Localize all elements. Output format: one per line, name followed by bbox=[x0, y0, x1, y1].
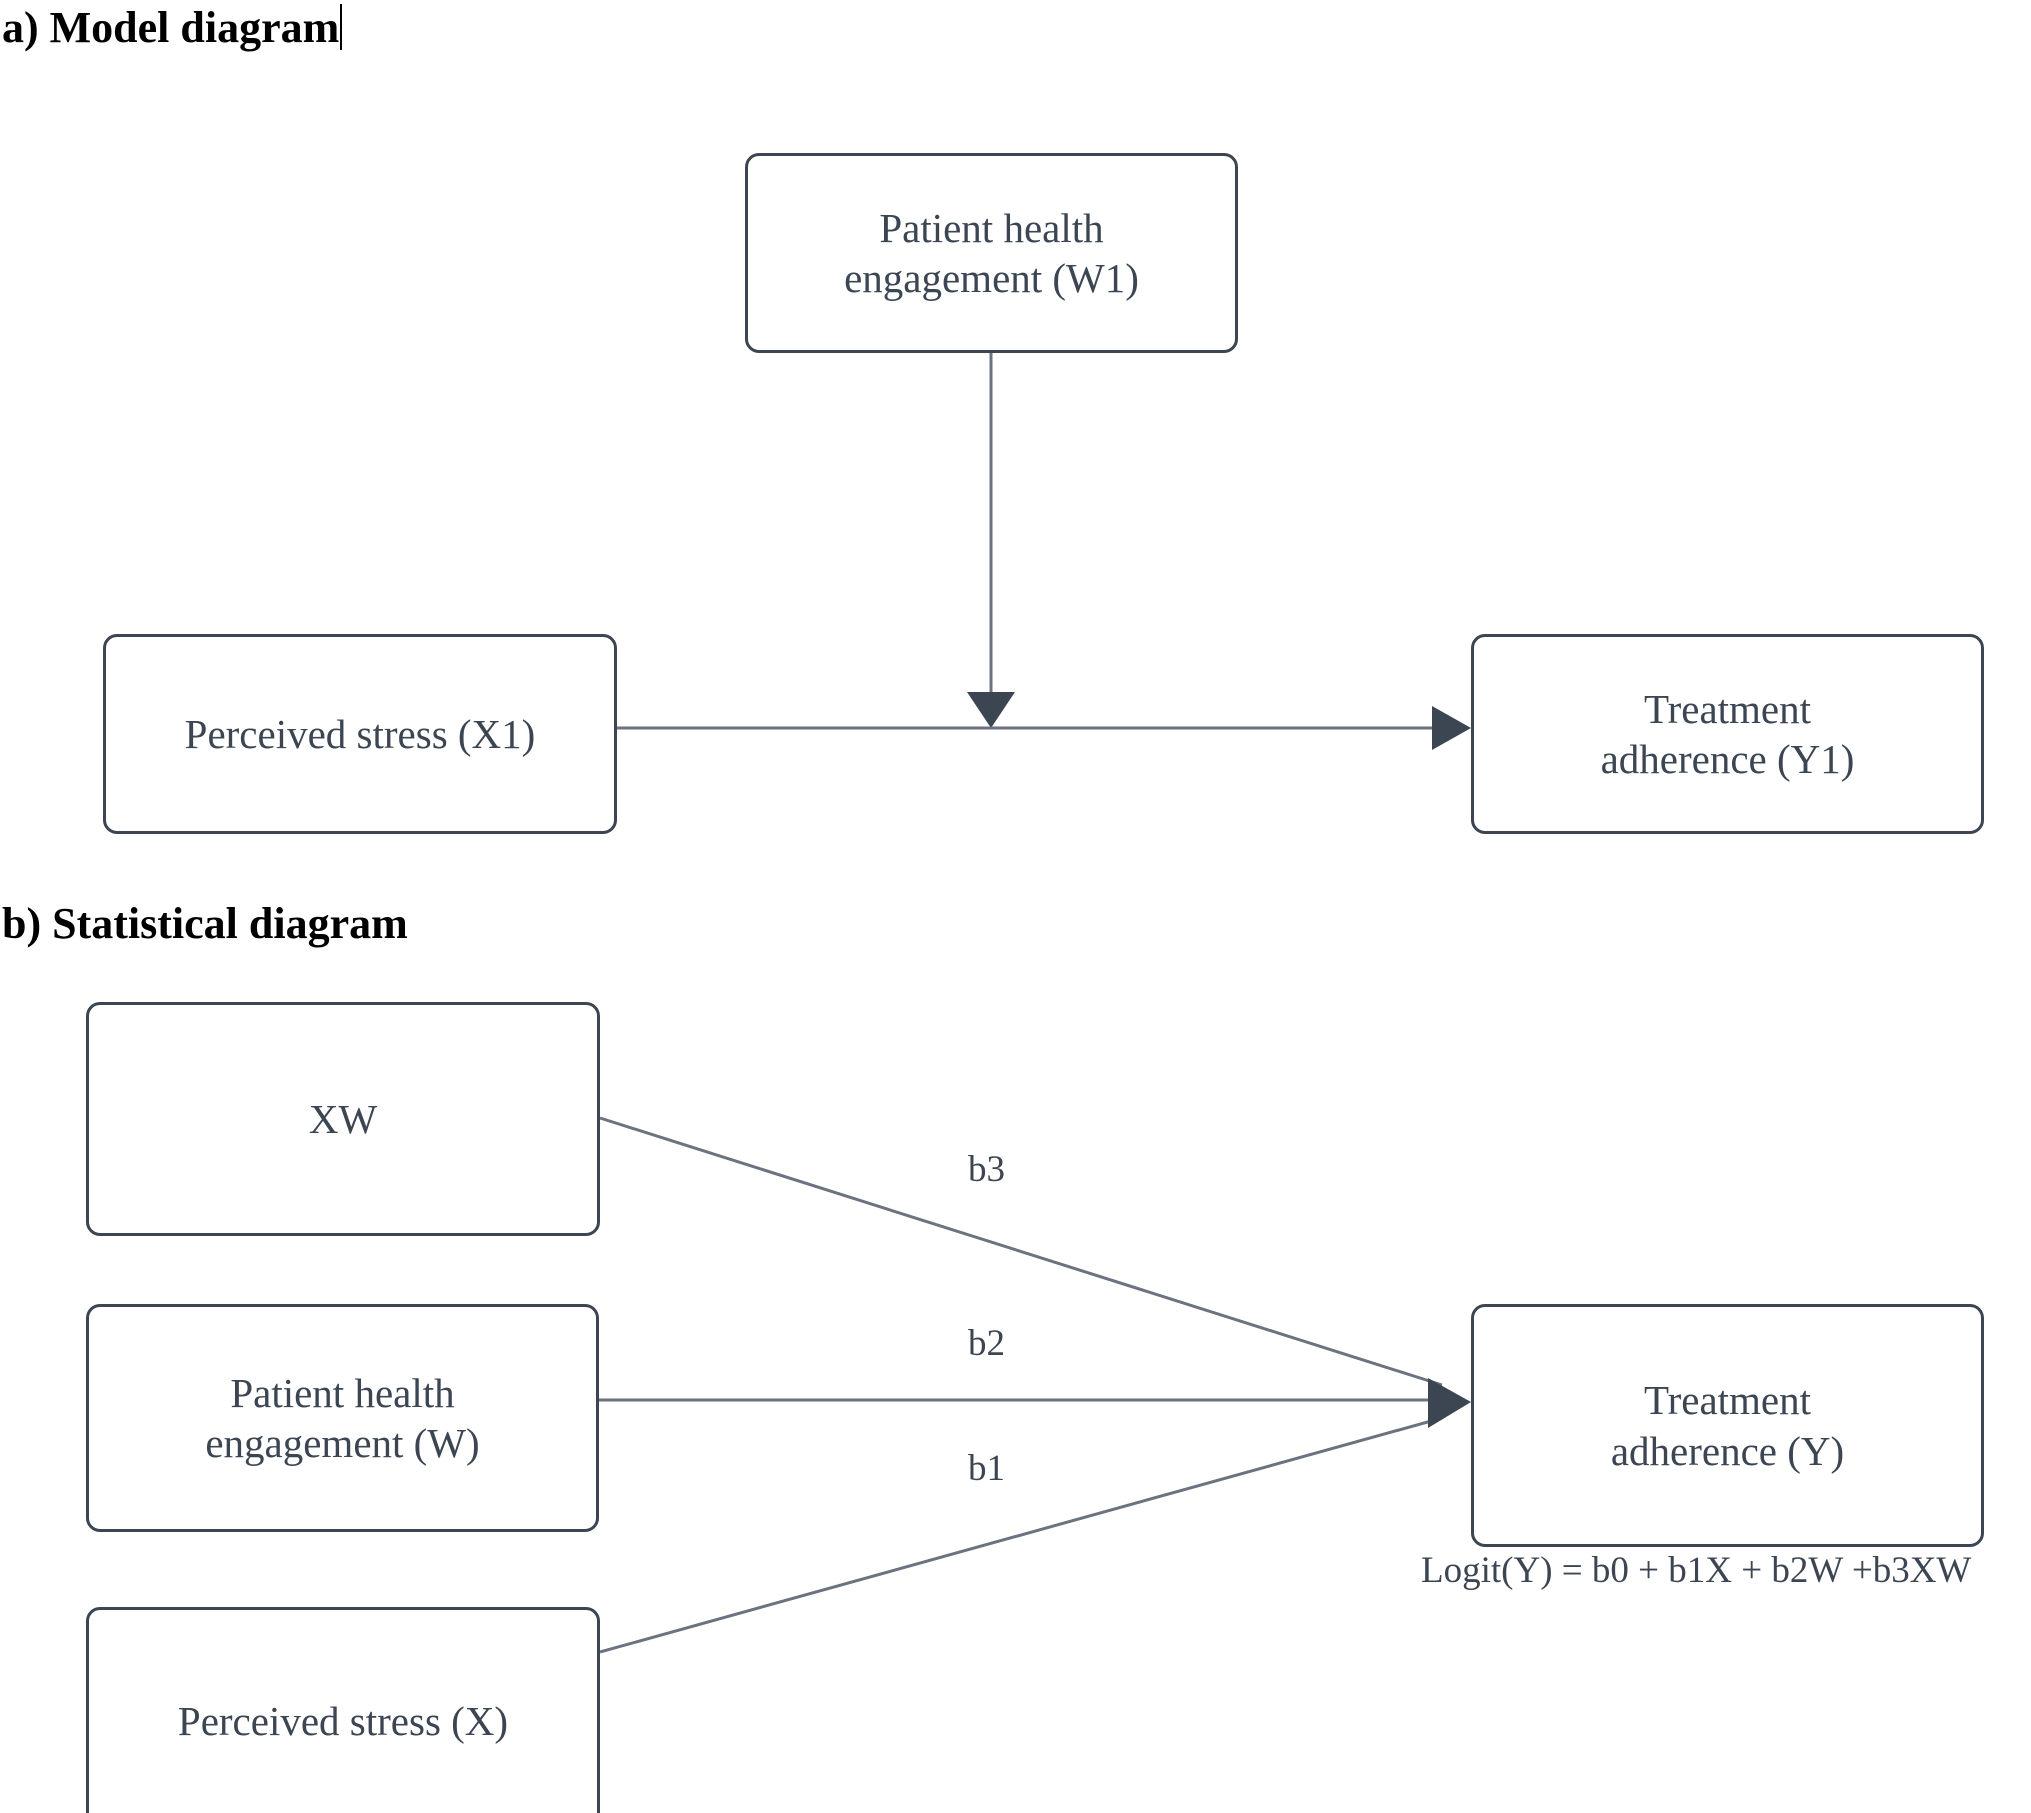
node-patient-health-engagement-w[interactable]: Patient health engagement (W) bbox=[86, 1304, 599, 1532]
edge-xw-to-y bbox=[599, 1116, 1443, 1387]
node-treatment-adherence-y[interactable]: Treatment adherence (Y) bbox=[1471, 1304, 1984, 1547]
node-label-line1: Treatment bbox=[1643, 685, 1812, 732]
node-label-line1: Perceived stress (X) bbox=[177, 1697, 509, 1744]
path-coefficient-b2: b2 bbox=[968, 1323, 1005, 1364]
node-label-line2: engagement (W) bbox=[205, 1420, 480, 1466]
path-coefficient-b1: b1 bbox=[968, 1448, 1005, 1489]
panel-a-title: a) Model diagram bbox=[2, 3, 340, 52]
text-cursor-artifact bbox=[340, 4, 342, 50]
node-patient-health-engagement-w1[interactable]: Patient health engagement (W1) bbox=[745, 153, 1238, 353]
node-label-line2: adherence (Y) bbox=[1610, 1427, 1845, 1474]
logit-equation: Logit(Y) = b0 + b1X + b2W +b3XW bbox=[1421, 1550, 1972, 1591]
node-label-line1: Patient health bbox=[879, 204, 1104, 251]
arrowhead-w1-down bbox=[967, 692, 1015, 728]
node-label-line1: Perceived stress (X1) bbox=[184, 710, 536, 757]
node-perceived-stress-x[interactable]: Perceived stress (X) bbox=[86, 1607, 600, 1813]
node-label-line1: Treatment bbox=[1643, 1377, 1812, 1424]
node-label-line1: Patient health bbox=[230, 1369, 455, 1416]
node-perceived-stress-x1[interactable]: Perceived stress (X1) bbox=[103, 634, 617, 834]
path-coefficient-b3: b3 bbox=[968, 1149, 1005, 1190]
node-treatment-adherence-y1[interactable]: Treatment adherence (Y1) bbox=[1471, 634, 1984, 834]
panel-b-title: b) Statistical diagram bbox=[2, 899, 408, 948]
node-label-line1: XW bbox=[308, 1095, 378, 1142]
arrowhead-x1-to-y1 bbox=[1432, 706, 1471, 750]
arrowhead-into-y bbox=[1428, 1378, 1471, 1428]
edge-x-to-y bbox=[599, 1416, 1443, 1654]
node-label-line2: engagement (W1) bbox=[844, 255, 1139, 301]
node-xw-interaction[interactable]: XW bbox=[86, 1002, 600, 1236]
node-label-line2: adherence (Y1) bbox=[1600, 736, 1855, 782]
